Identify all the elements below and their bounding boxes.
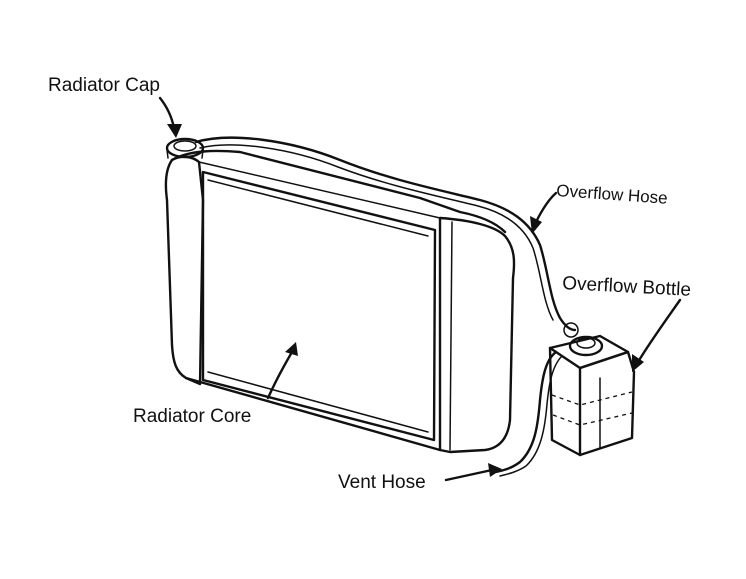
label-vent-hose: Vent Hose	[338, 472, 426, 493]
arrow-radiator-core	[266, 342, 298, 400]
label-radiator-core: Radiator Core	[133, 406, 251, 427]
radiator-right-tank-inner	[449, 221, 453, 451]
label-overflow-hose: Overflow Hose	[556, 181, 669, 208]
overflow-bottle	[548, 322, 636, 457]
radiator-bottom	[184, 376, 442, 452]
radiator	[164, 137, 516, 454]
radiator-core	[201, 170, 437, 442]
arrow-overflow-bottle	[632, 298, 682, 372]
radiator-left-tank	[164, 155, 205, 386]
radiator-core-inner-edge	[207, 179, 429, 237]
arrow-overflow-hose	[530, 191, 558, 234]
radiator-core-inner-bottom	[207, 371, 429, 433]
label-radiator-cap: Radiator Cap	[48, 75, 160, 96]
radiator-right-tank	[438, 216, 516, 454]
vent-hose	[494, 350, 558, 474]
overflow-hose	[194, 136, 577, 332]
label-overflow-bottle: Overflow Bottle	[562, 273, 692, 301]
radiator-top-inner	[198, 161, 441, 219]
radiator-top	[170, 149, 507, 234]
arrow-vent-hose	[444, 463, 502, 482]
vent-hose-edge	[499, 355, 563, 477]
overflow-hose-shadow	[199, 144, 554, 321]
arrow-radiator-cap	[158, 96, 182, 138]
